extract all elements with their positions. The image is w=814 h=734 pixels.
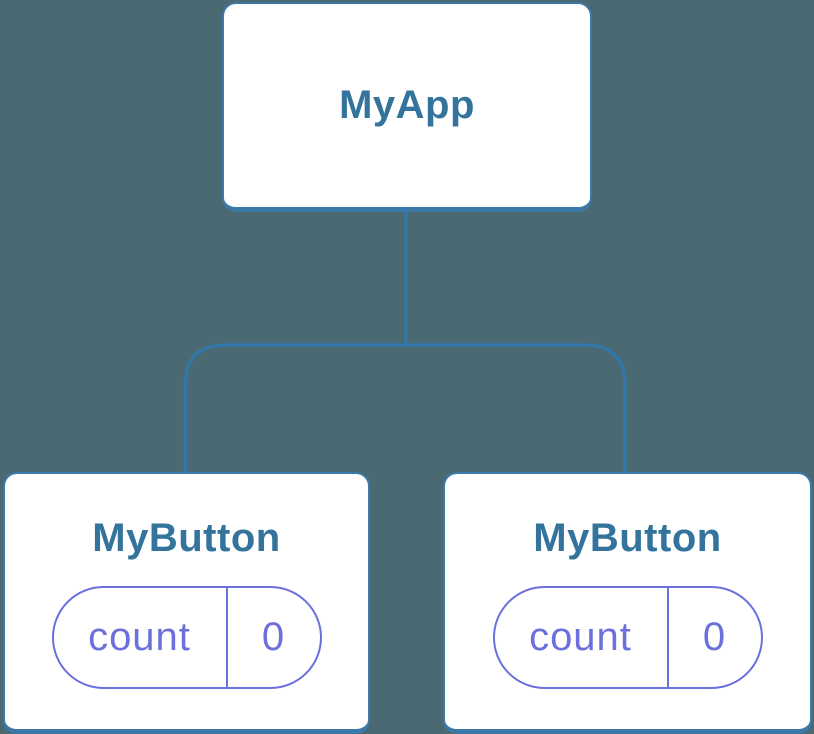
state-label: count [529, 615, 632, 659]
state-value: 0 [702, 615, 727, 659]
child-component-node-right: MyButton count 0 [443, 472, 812, 734]
state-pill: count 0 [51, 586, 322, 689]
state-pill: count 0 [492, 586, 763, 689]
child-component-name: MyButton [92, 516, 281, 560]
state-value-cell: 0 [669, 588, 761, 687]
child-component-node-left: MyButton count 0 [3, 472, 370, 734]
root-component-node: MyApp [222, 2, 592, 212]
state-label-cell: count [495, 588, 669, 687]
state-label: count [88, 615, 191, 659]
child-component-name: MyButton [533, 516, 722, 560]
root-component-name: MyApp [339, 83, 475, 127]
state-value-cell: 0 [228, 588, 320, 687]
state-value: 0 [261, 615, 286, 659]
state-label-cell: count [54, 588, 228, 687]
children-bracket-line [183, 343, 627, 473]
